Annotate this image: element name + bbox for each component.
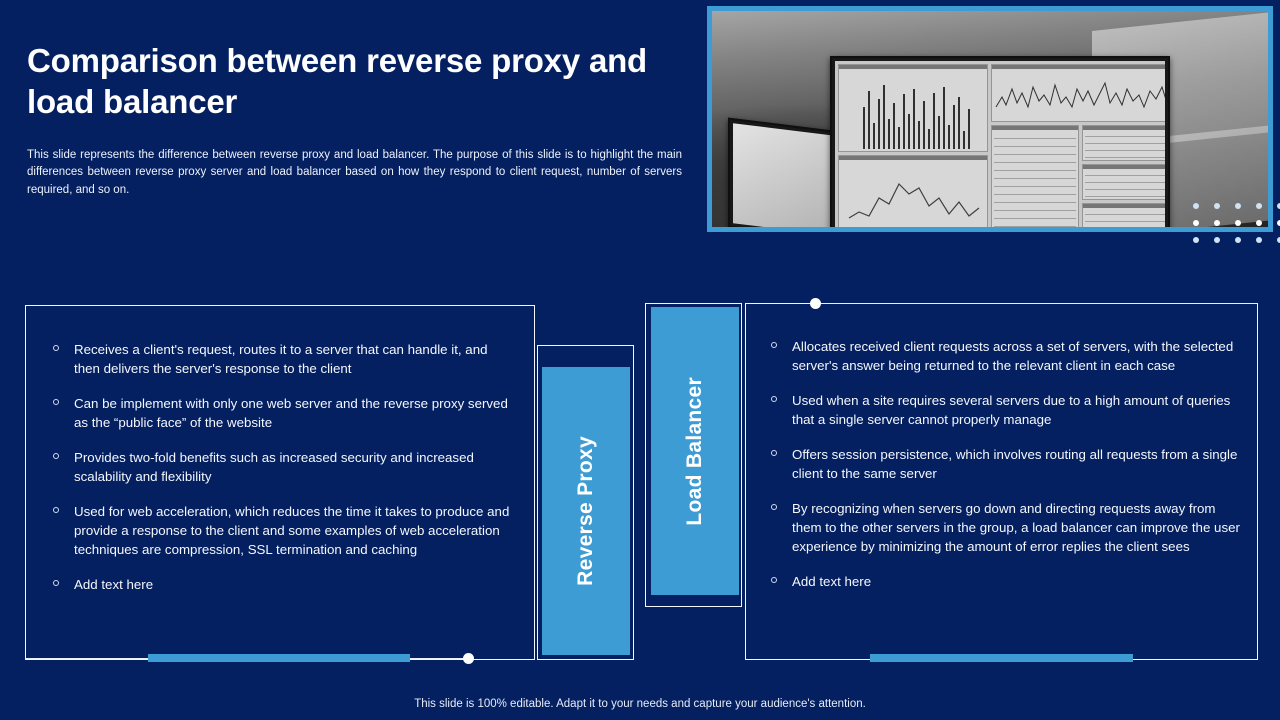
dot: [1193, 220, 1199, 226]
left-box-end-dot: [463, 653, 474, 664]
reverse-proxy-label-text: Reverse Proxy: [574, 436, 597, 586]
list-item-text: Add text here: [792, 574, 872, 589]
list-item-text: Provides two-fold benefits such as incre…: [74, 450, 474, 484]
bullet-circle-icon: [53, 580, 59, 586]
reverse-proxy-label-frame: [537, 345, 634, 660]
list-item-text: By recognizing when servers go down and …: [792, 501, 1240, 554]
reverse-proxy-bullet-list: Receives a client's request, routes it t…: [50, 340, 514, 594]
dot: [1214, 237, 1220, 243]
list-item: Add text here: [768, 572, 1243, 591]
load-balancer-bullet-list: Allocates received client requests acros…: [768, 337, 1243, 591]
dot: [1235, 203, 1241, 209]
dot: [1214, 203, 1220, 209]
reverse-proxy-content-box: Receives a client's request, routes it t…: [25, 305, 535, 660]
list-item: Add text here: [50, 575, 514, 594]
list-item-text: Used for web acceleration, which reduces…: [74, 504, 510, 557]
bullet-circle-icon: [771, 396, 777, 402]
line-chart: [848, 182, 980, 219]
left-box-accent-bar: [148, 654, 410, 662]
bullet-circle-icon: [771, 577, 777, 583]
right-box-top-rule: [820, 303, 1258, 304]
list-item-text: Receives a client's request, routes it t…: [74, 342, 488, 376]
list-item: Allocates received client requests acros…: [768, 337, 1243, 375]
dot: [1277, 203, 1280, 209]
bullet-circle-icon: [771, 504, 777, 510]
hero-image-frame: [707, 6, 1273, 232]
list-item: Receives a client's request, routes it t…: [50, 340, 514, 378]
load-balancer-label-bar: Load Balancer: [651, 307, 739, 595]
dot: [1193, 237, 1199, 243]
slide-description: This slide represents the difference bet…: [27, 149, 682, 196]
dot: [1214, 220, 1220, 226]
bullet-circle-icon: [53, 399, 59, 405]
dot: [1235, 237, 1241, 243]
list-item: Used when a site requires several server…: [768, 391, 1243, 429]
dot: [1277, 237, 1280, 243]
list-item: Offers session persistence, which involv…: [768, 445, 1243, 483]
list-item-text: Offers session persistence, which involv…: [792, 447, 1238, 481]
dot: [1256, 220, 1262, 226]
reverse-proxy-label-bar: Reverse Proxy: [542, 367, 630, 655]
dot: [1277, 220, 1280, 226]
list-item-text: Used when a site requires several server…: [792, 393, 1231, 427]
right-box-accent-bar: [870, 654, 1133, 662]
dashboard-monitors-photo: [712, 11, 1268, 227]
list-item-text: Add text here: [74, 577, 154, 592]
load-balancer-label-frame: [645, 303, 742, 607]
list-item: Can be implement with only one web serve…: [50, 394, 514, 432]
bullet-circle-icon: [53, 345, 59, 351]
dot: [1235, 220, 1241, 226]
waveform-chart: [995, 81, 1165, 109]
load-balancer-label-text: Load Balancer: [683, 376, 706, 526]
bullet-circle-icon: [53, 453, 59, 459]
dot: [1193, 203, 1199, 209]
list-item: Provides two-fold benefits such as incre…: [50, 448, 514, 486]
list-item: Used for web acceleration, which reduces…: [50, 502, 514, 559]
list-item: By recognizing when servers go down and …: [768, 499, 1243, 556]
list-item-text: Can be implement with only one web serve…: [74, 396, 508, 430]
load-balancer-content-box: Allocates received client requests acros…: [745, 303, 1258, 660]
decorative-dot-grid: [1193, 203, 1280, 254]
bullet-circle-icon: [771, 342, 777, 348]
list-item-text: Allocates received client requests acros…: [792, 339, 1234, 373]
right-box-start-dot: [810, 298, 821, 309]
dot: [1256, 203, 1262, 209]
bullet-circle-icon: [771, 450, 777, 456]
footer-note: This slide is 100% editable. Adapt it to…: [414, 698, 866, 710]
bullet-circle-icon: [53, 507, 59, 513]
dot: [1256, 237, 1262, 243]
page-title: Comparison between reverse proxy and loa…: [27, 42, 648, 121]
